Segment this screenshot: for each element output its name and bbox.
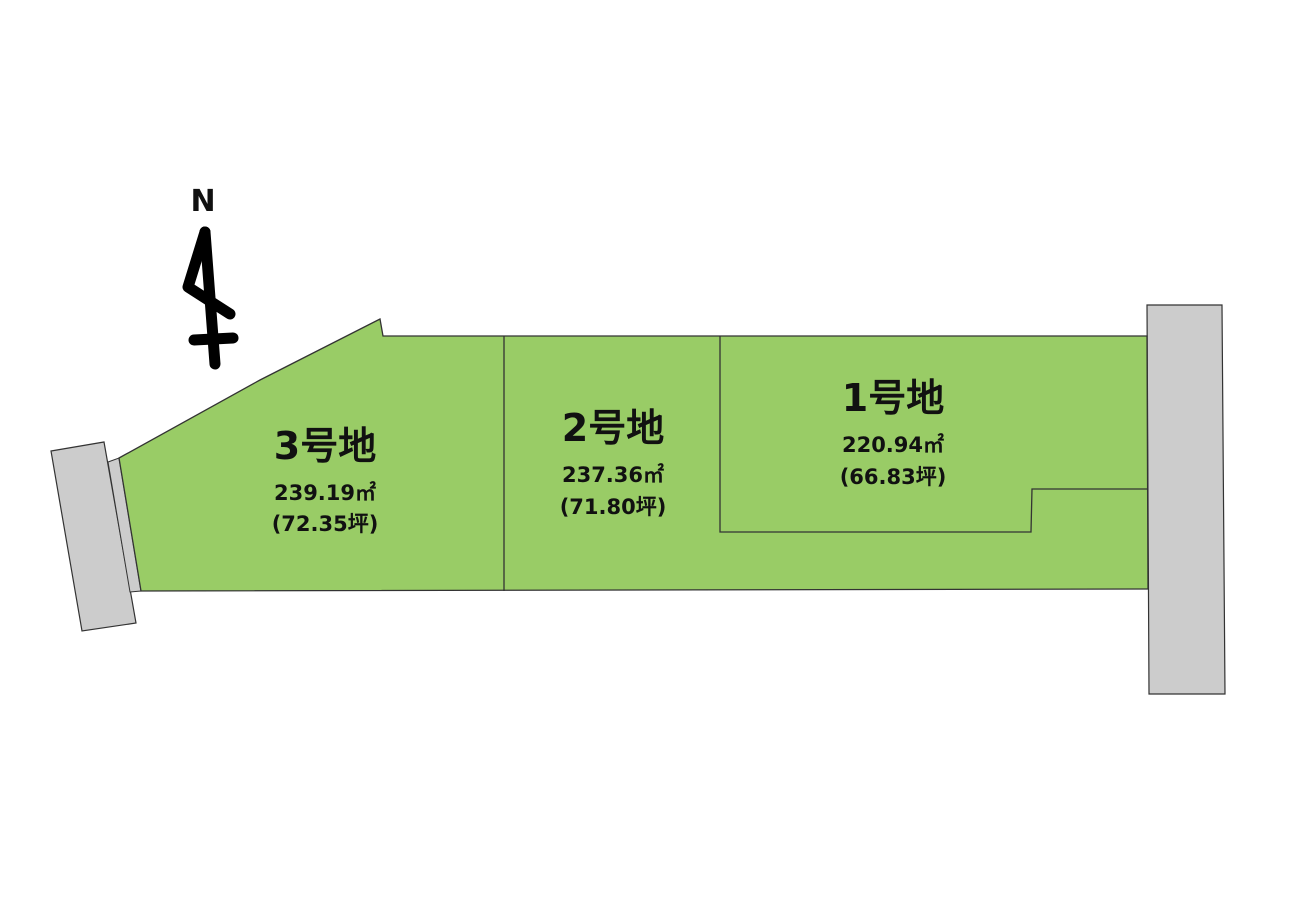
lot-1-area-tsubo: (66.83坪) — [840, 465, 947, 489]
site-outline — [118, 318, 1149, 592]
lot-3-label: 3号地 239.19㎡ (72.35坪) — [272, 424, 379, 536]
lot-3-area-sqm: 239.19㎡ — [274, 481, 376, 505]
lot-2-area-sqm: 237.36㎡ — [562, 463, 664, 487]
lot-1-boundary — [719, 336, 1148, 533]
lot-3-title: 3号地 — [274, 424, 376, 468]
lot-2-title: 2号地 — [562, 406, 664, 450]
lot-3-area-tsubo: (72.35坪) — [272, 512, 379, 536]
lot-1-label: 1号地 220.94㎡ (66.83坪) — [840, 376, 947, 489]
lot-1-title: 1号地 — [842, 376, 944, 420]
lot-2-area-tsubo: (71.80坪) — [560, 495, 667, 519]
lot-2-label: 2号地 237.36㎡ (71.80坪) — [560, 406, 667, 519]
road-west — [50, 441, 137, 632]
north-label: N — [190, 184, 215, 219]
north-arrow-icon — [182, 226, 239, 370]
lot-1-area-sqm: 220.94㎡ — [842, 433, 944, 457]
road-east — [1146, 304, 1226, 695]
